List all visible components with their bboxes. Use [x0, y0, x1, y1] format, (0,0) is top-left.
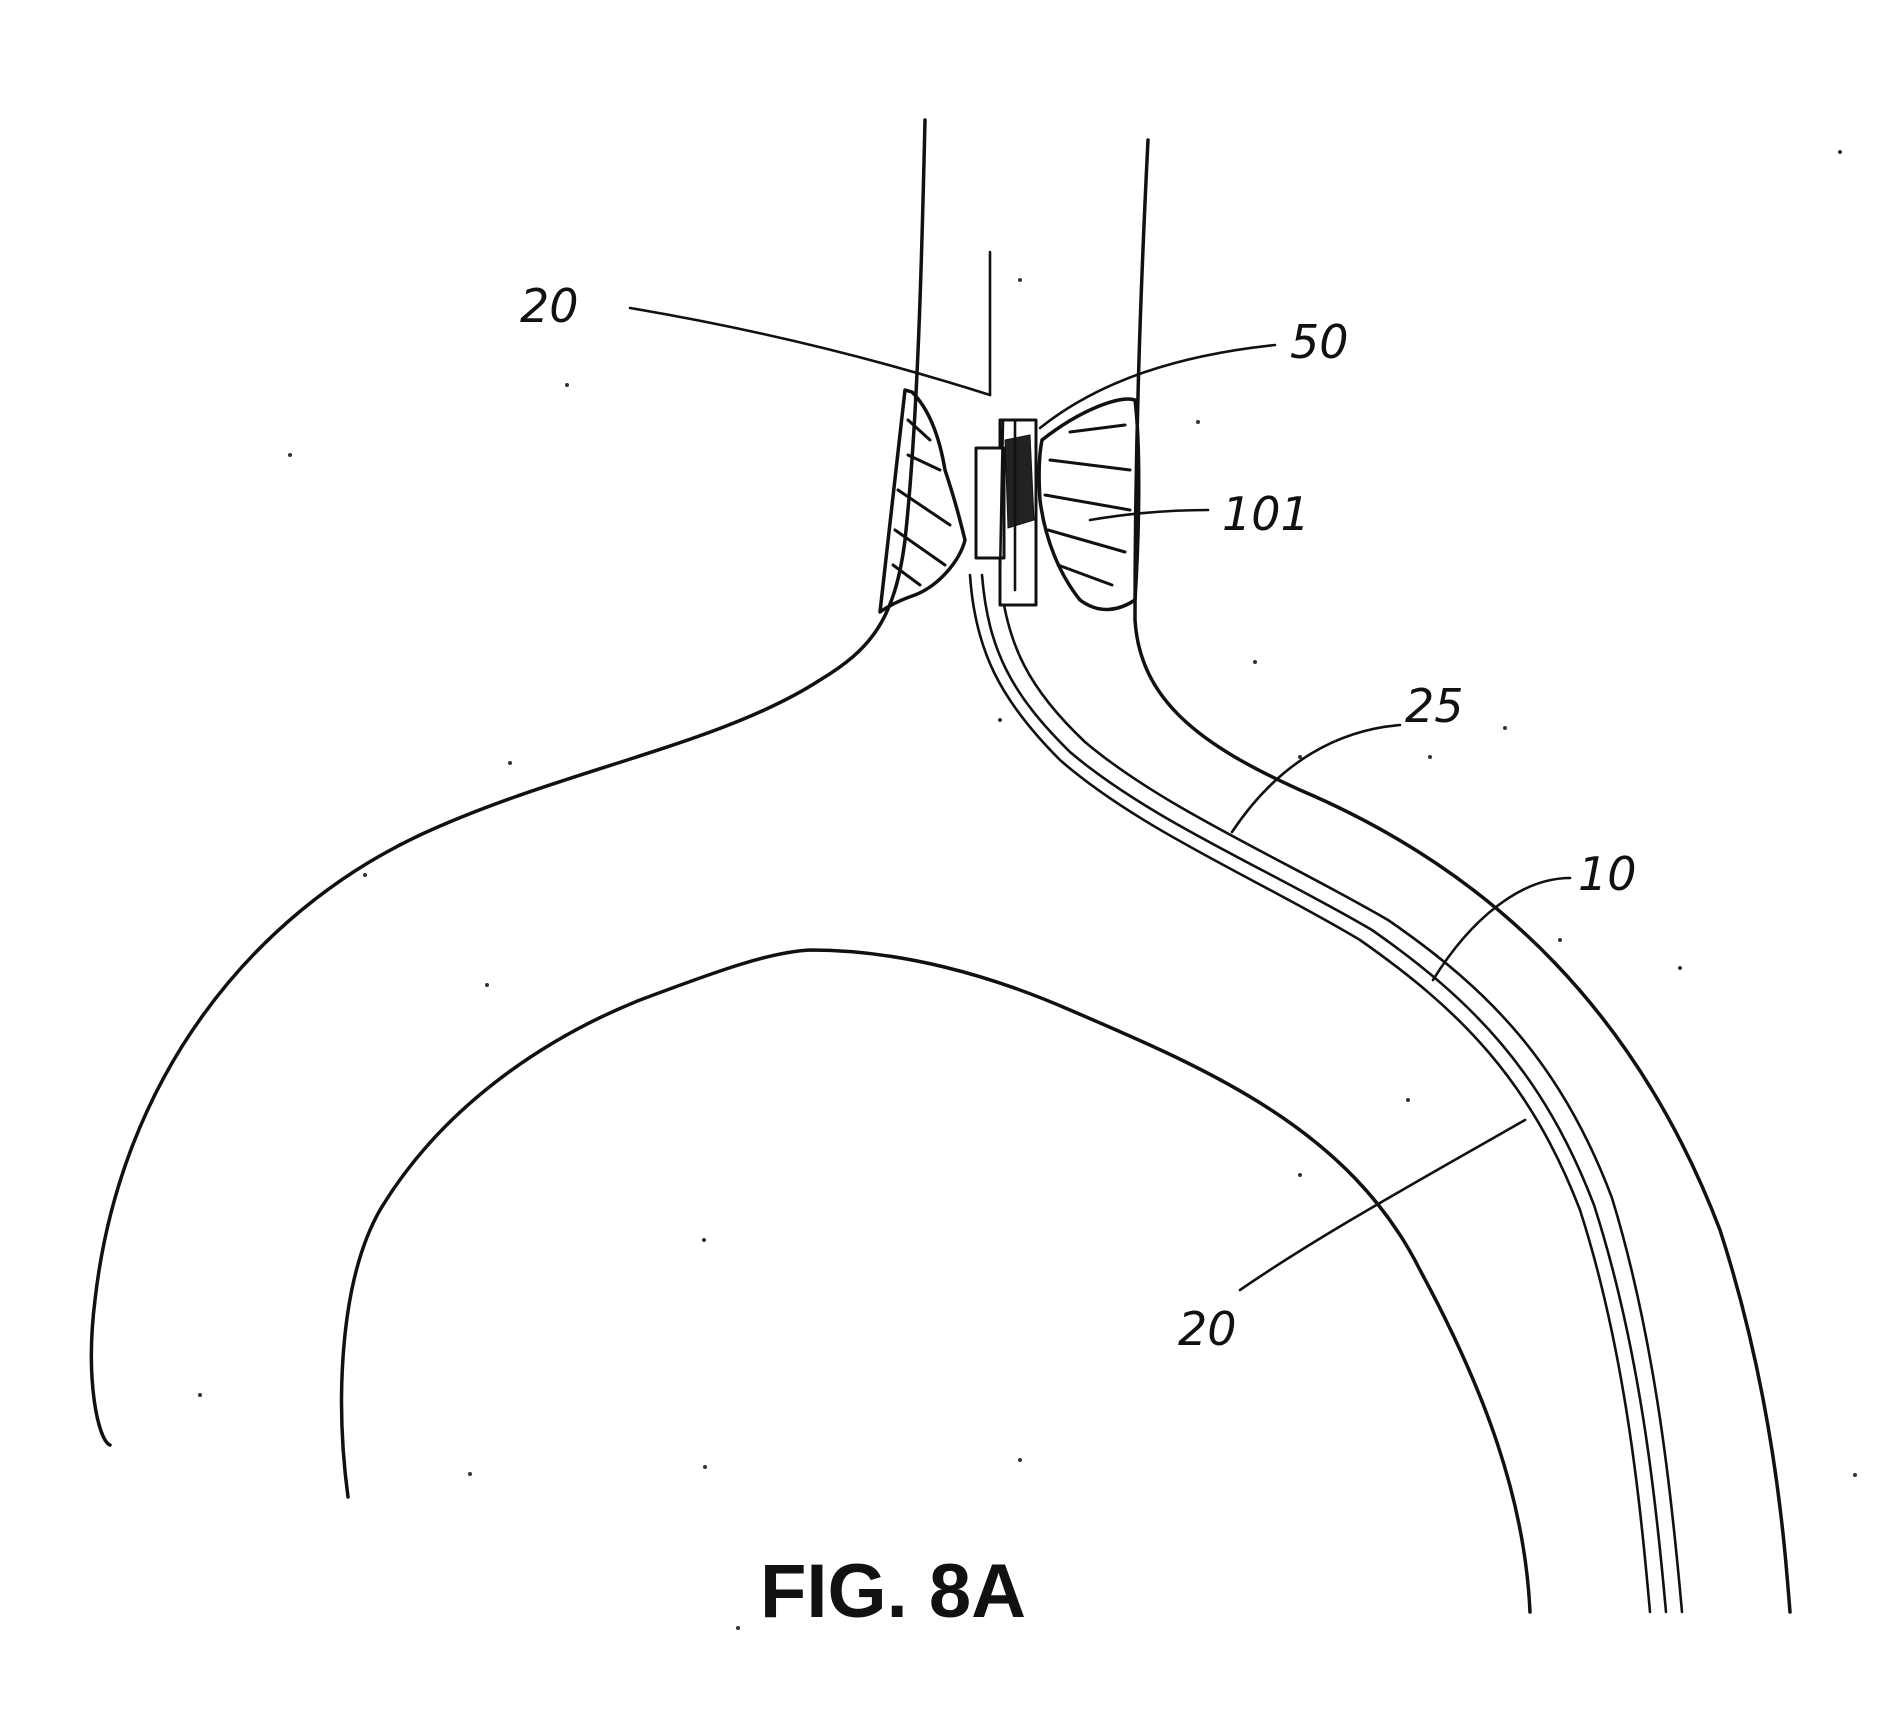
- vessel-outline: [91, 120, 1790, 1612]
- reference-labels: 20 50 101 25 10 20: [520, 279, 1637, 1356]
- inner-dome-wall: [342, 950, 1530, 1612]
- catheter-shafts: [970, 252, 1682, 1612]
- hatch-left-1: [908, 420, 930, 440]
- label-20-bottom: 20: [1178, 1302, 1237, 1356]
- tissue-left-outline: [880, 390, 965, 612]
- figure-caption: FIG. 8A: [760, 1549, 1026, 1634]
- label-25: 25: [1405, 679, 1464, 733]
- leader-20-bottom: [1240, 1120, 1525, 1290]
- tissue-left: [880, 390, 965, 612]
- device-50: [976, 420, 1036, 605]
- device-mesh: [1005, 435, 1034, 528]
- label-10: 10: [1578, 847, 1637, 901]
- leader-10: [1433, 878, 1570, 980]
- label-20-top: 20: [520, 279, 579, 333]
- leader-25: [1232, 725, 1400, 832]
- shaft-line-middle: [982, 575, 1666, 1612]
- hatch-right-2: [1050, 460, 1130, 470]
- shaft-line-inner: [1000, 575, 1682, 1612]
- label-101: 101: [1222, 487, 1310, 541]
- tissue-right: [1039, 399, 1139, 609]
- leader-20-top: [630, 308, 990, 395]
- vessel-left-wall: [91, 120, 925, 1445]
- hatch-right-1: [1070, 425, 1125, 432]
- hatch-right-4: [1048, 530, 1125, 552]
- hatch-right-3: [1045, 495, 1130, 510]
- leader-lines: [630, 308, 1570, 1290]
- vessel-right-wall: [1135, 140, 1790, 1612]
- label-50: 50: [1290, 315, 1349, 369]
- leader-101: [1090, 510, 1208, 520]
